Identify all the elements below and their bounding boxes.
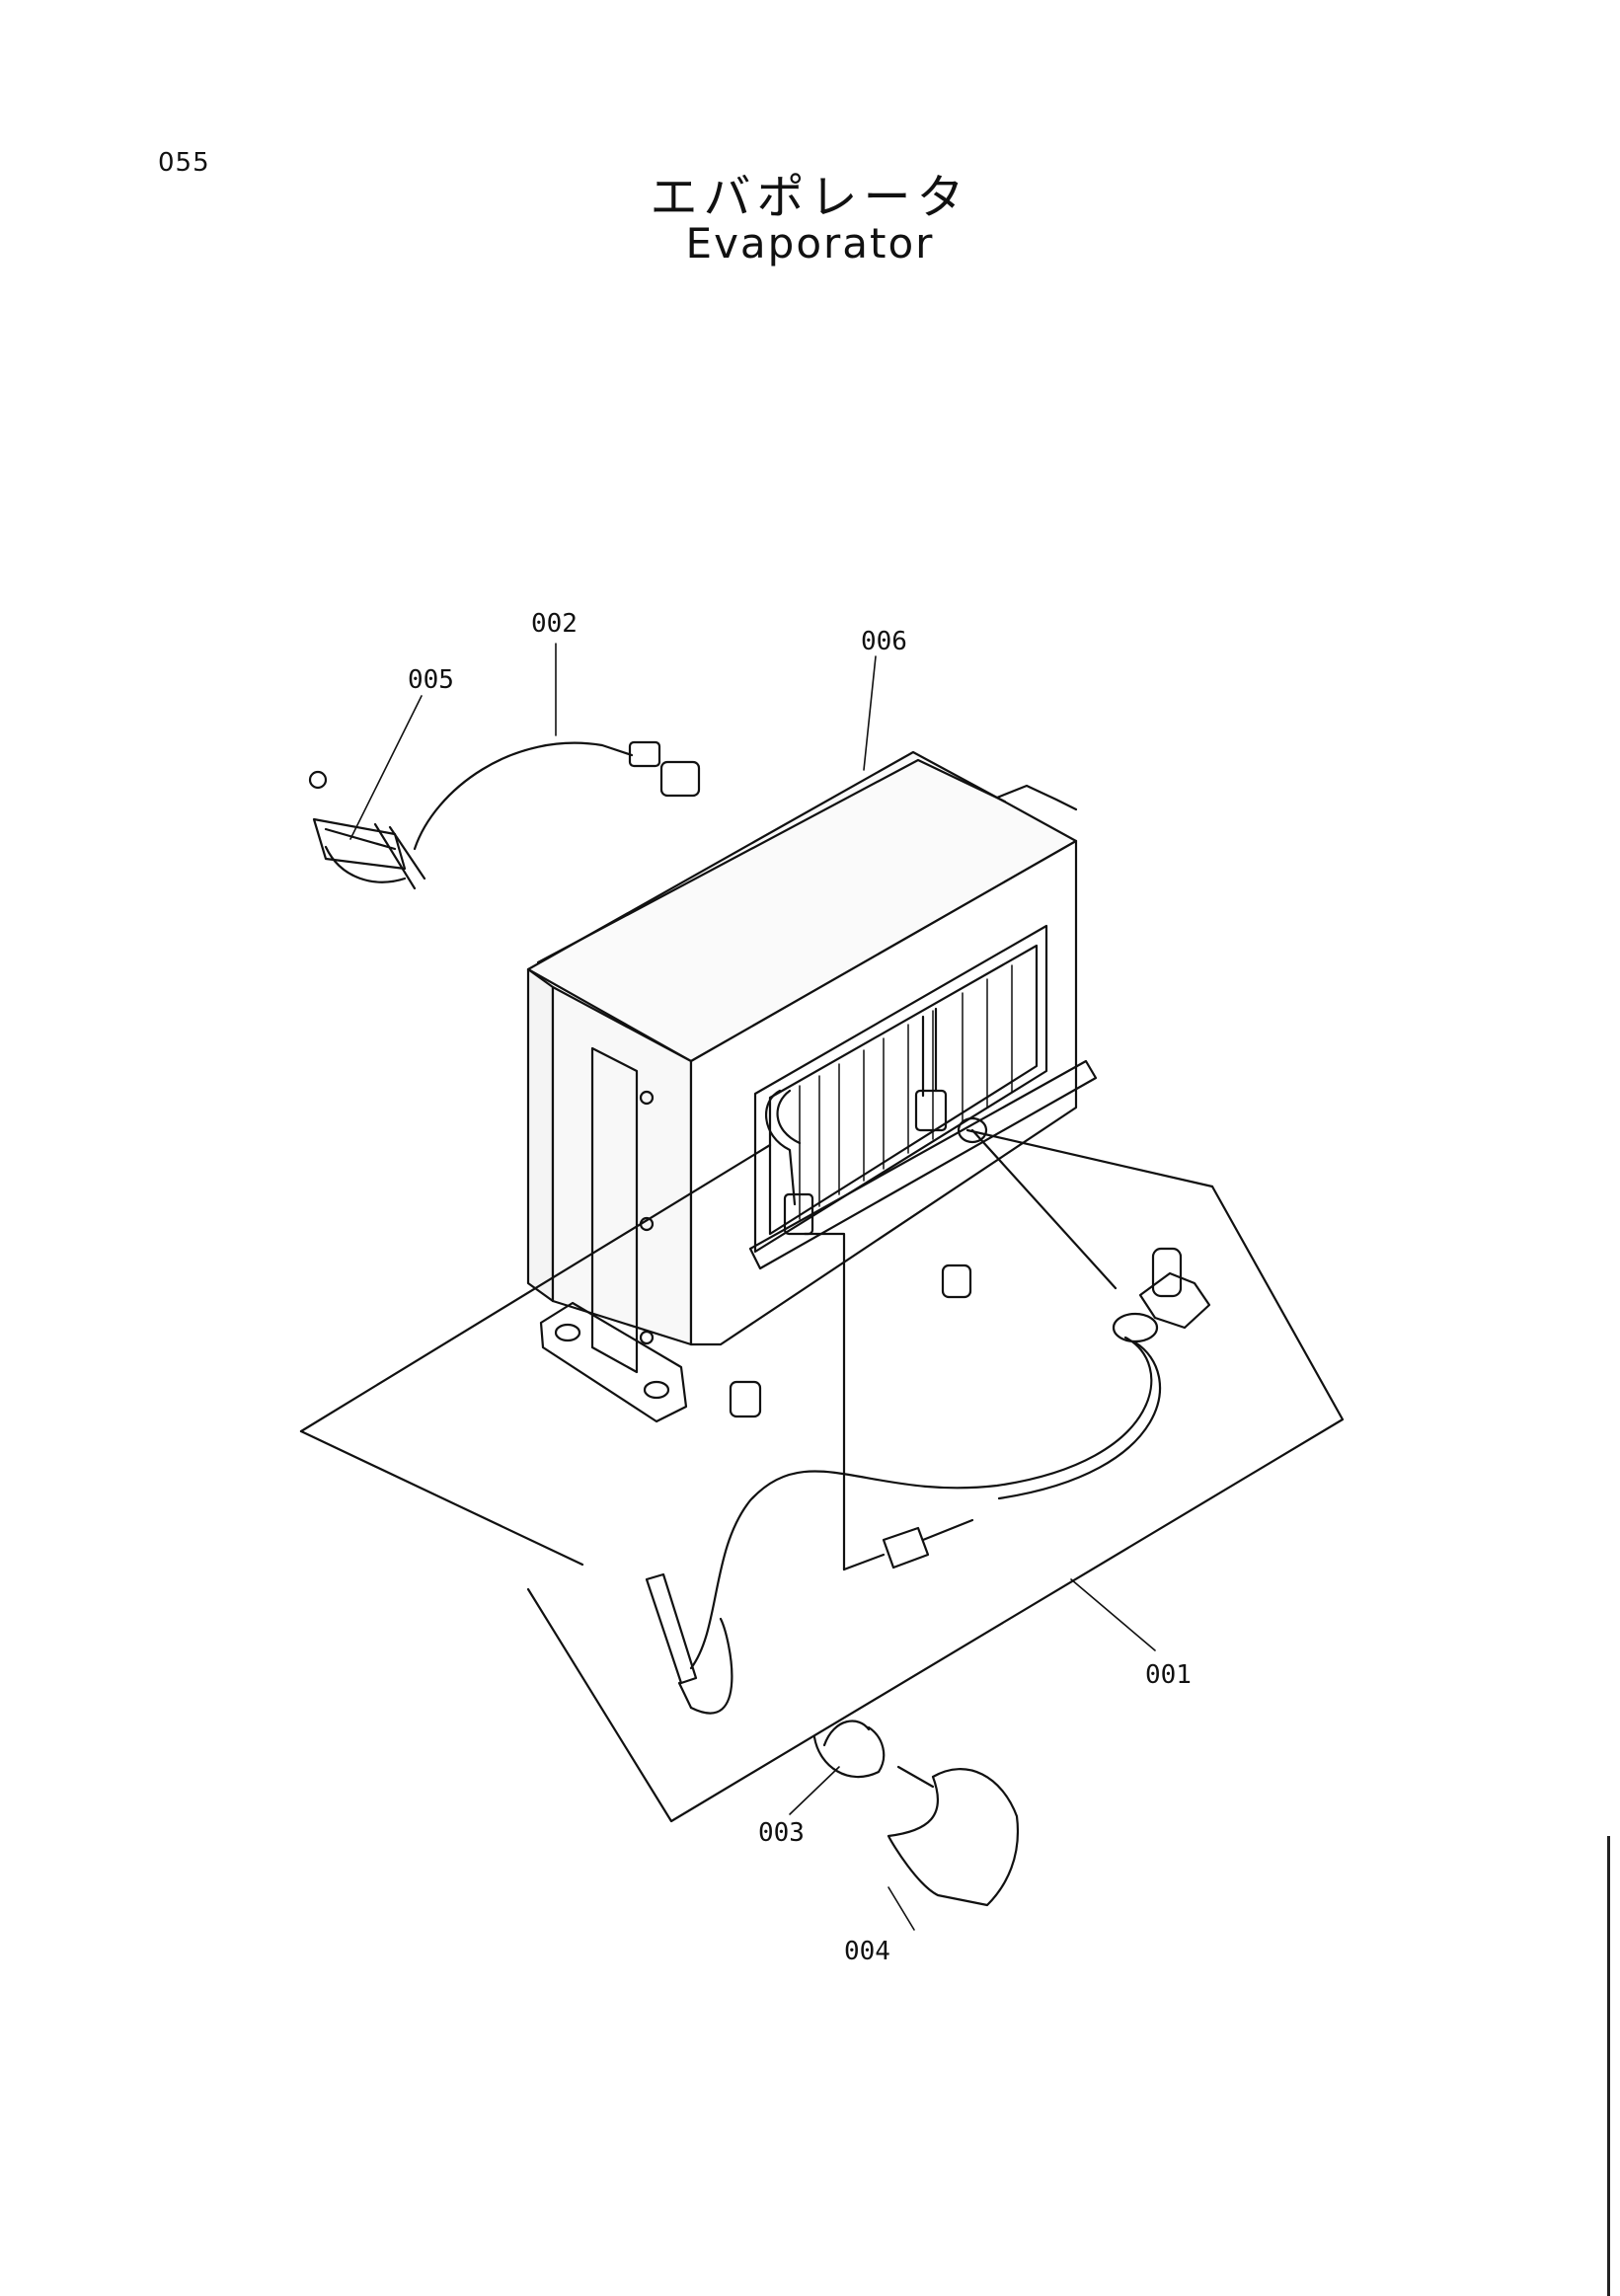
thermistor-sensor (308, 740, 701, 890)
expansion-valve-assembly (299, 1128, 1345, 1823)
page-number: 055 (158, 148, 210, 178)
page-edge-rule (1607, 1836, 1610, 2296)
callout-005: 005 (408, 665, 454, 695)
callout-003: 003 (758, 1818, 805, 1848)
title-japanese: エバポレータ (650, 170, 970, 225)
callout-004: 004 (844, 1937, 890, 1966)
evaporator-unit (526, 750, 1098, 1423)
clip-and-tape (812, 1720, 1019, 1907)
callout-006: 006 (861, 627, 907, 656)
title-english: Evaporator (685, 219, 935, 268)
callout-001: 001 (1145, 1660, 1192, 1690)
callout-002: 002 (531, 609, 578, 639)
